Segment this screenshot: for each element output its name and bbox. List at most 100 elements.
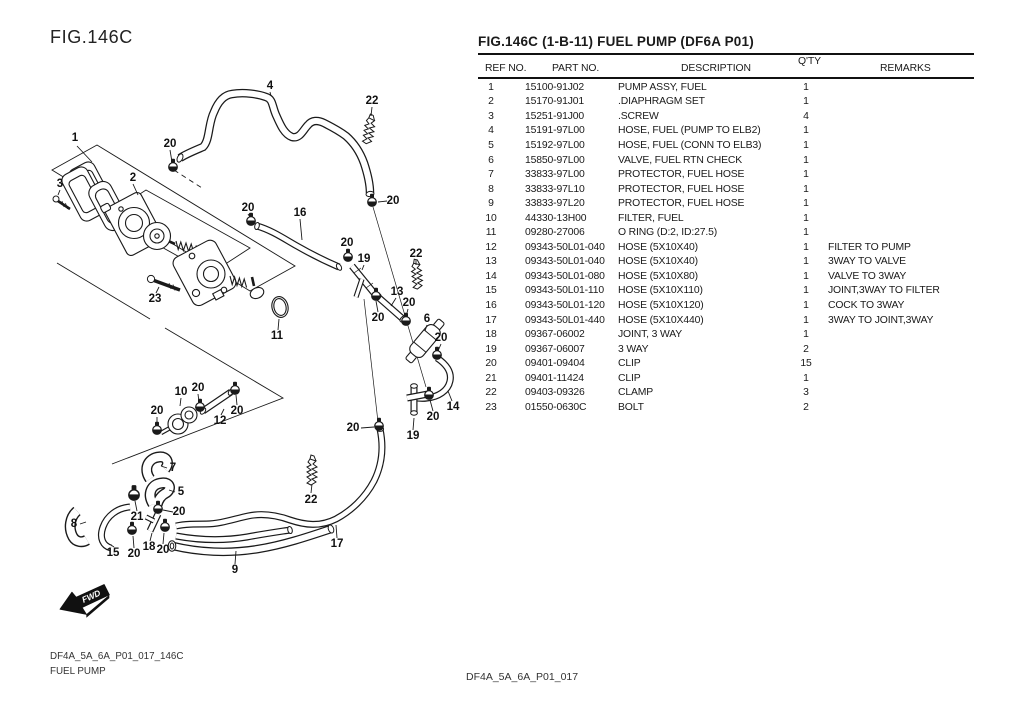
cell-desc: CLIP [618,372,641,384]
cell-qty: 4 [803,110,809,122]
callout-20: 20 [372,312,385,324]
fittings-group [144,263,445,533]
cell-ref: 1 [488,81,494,93]
clip-21 [128,484,140,501]
callout-20: 20 [403,297,416,309]
callout-20: 20 [242,202,255,214]
column-header-remarks: REMARKS [880,63,931,74]
valve-spring [229,275,248,289]
cell-part: 09367-06007 [525,343,585,355]
cell-desc: HOSE (5X10X40) [618,241,698,253]
column-header-desc: DESCRIPTION [681,63,751,74]
callout-7: 7 [170,462,176,474]
callout-9: 9 [232,564,238,576]
fwd-arrow: FWD [59,584,110,618]
clamp-22 [306,454,318,486]
plug-cap [249,286,265,300]
cell-part: 33833-97L00 [525,169,585,181]
cell-qty: 1 [803,256,809,268]
cell-ref: 5 [488,139,494,151]
callout-5: 5 [178,486,185,498]
cell-desc: JOINT, 3 WAY [618,329,683,341]
cell-remarks: JOINT,3WAY TO FILTER [828,285,940,297]
cell-part: 33833-97L10 [525,183,585,195]
cell-part: 09401-11424 [525,372,584,384]
cell-part: 09280-27006 [525,227,585,239]
callout-6: 6 [424,313,430,325]
callout-17: 17 [331,538,344,550]
cell-desc: HOSE, FUEL (PUMP TO ELB2) [618,125,761,137]
cell-part: 09343-50L01-440 [525,314,605,326]
cell-qty: 1 [803,227,809,239]
cell-remarks: 3WAY TO VALVE [828,256,906,268]
cell-desc: HOSE (5X10X110) [618,285,703,297]
cell-desc: HOSE (5X10X80) [618,270,698,282]
cell-qty: 1 [803,314,809,326]
cell-remarks: 3WAY TO JOINT,3WAY [828,314,934,326]
cell-desc: BOLT [618,401,644,413]
cell-qty: 2 [803,401,809,413]
table-row: 17 09343-50L01-440 HOSE (5X10X440) 1 3WAY TO… [478,313,974,328]
cell-part: 09343-50L01-080 [525,270,605,282]
cell-part: 15100-91J02 [525,81,585,93]
cell-ref: 18 [485,329,497,341]
cell-ref: 16 [485,299,497,311]
cell-qty: 1 [803,169,809,181]
cell-ref: 7 [488,169,494,181]
cell-ref: 6 [488,154,494,166]
figure-number-label: FIG.146C [50,27,133,47]
callout-16: 16 [294,207,307,219]
clip-20 [160,518,170,532]
cell-qty: 1 [803,81,809,93]
cell-ref: 19 [485,343,497,355]
column-header-qty: Q'TY [798,56,821,67]
cell-part: 15192-97L00 [525,139,585,151]
callout-13: 13 [391,286,404,298]
cell-ref: 15 [485,285,497,297]
clip-20 [374,417,384,431]
cell-part: 09367-06002 [525,329,585,341]
cell-part: 15191-97L00 [525,125,585,137]
pump-body-rear [172,239,237,307]
cell-desc: VALVE, FUEL RTN CHECK [618,154,743,166]
cell-qty: 3 [803,387,809,399]
cell-desc: HOSE (5X10X440) [618,314,704,326]
clamp-22 [361,112,377,146]
clip-20 [343,248,353,262]
cell-ref: 11 [485,227,497,239]
cell-qty: 1 [803,198,809,210]
cell-ref: 20 [485,358,497,370]
cell-qty: 1 [803,154,809,166]
cell-desc: HOSE (5X10X40) [618,256,698,268]
parts-table: FIG.146C (1-B-11) FUEL PUMP (DF6A P01) R… [478,34,974,415]
callout-23: 23 [149,293,162,305]
cell-desc: 3 WAY [618,343,649,355]
footer-left: DF4A_5A_6A_P01_017_146C FUEL PUMP [50,649,183,679]
pump-diaphragm [142,221,176,251]
callout-12: 12 [214,415,227,427]
footer-figure-name: FUEL PUMP [50,666,106,677]
cell-ref: 17 [485,314,497,326]
cell-part: 09343-50L01-110 [525,285,605,297]
callout-20: 20 [157,544,170,556]
cell-desc: HOSE (5X10X120) [618,299,704,311]
bolt [146,274,181,292]
cell-desc: .DIAPHRAGM SET [618,96,705,108]
cell-desc: O RING (D:2, ID:27.5) [618,227,718,239]
callout-20: 20 [435,332,448,344]
pin [250,276,256,287]
cell-ref: 14 [485,270,497,282]
cell-desc: CLIP [618,358,641,370]
